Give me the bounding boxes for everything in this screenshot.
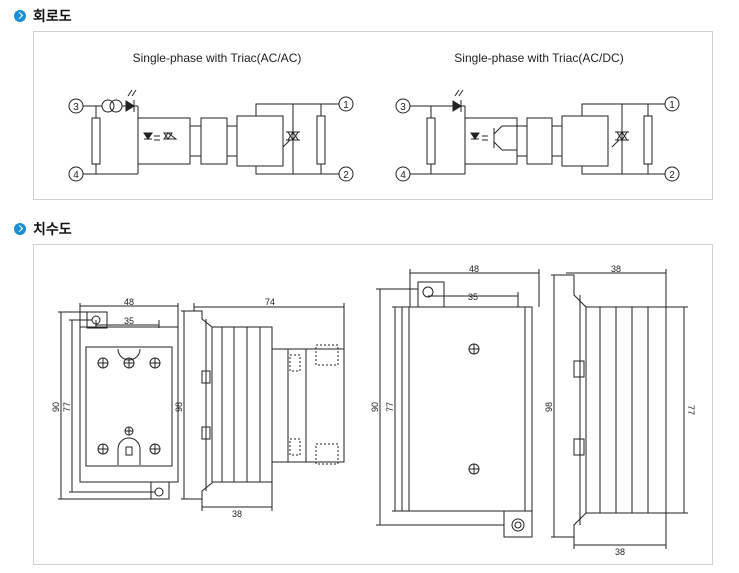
- view4-height-outer: 98: [544, 402, 554, 412]
- dimension-drawing-panel: 48 35 90 77 74 98 38 48 35 90 77 38 98 7…: [33, 244, 713, 565]
- circuit-section-header: 회로도: [14, 6, 72, 26]
- view2-height: 98: [174, 402, 184, 412]
- circuit-diagram-svg: Single-phase with Triac(AC/AC) Single-ph…: [68, 51, 680, 182]
- view3-height-inner: 77: [385, 402, 395, 412]
- view3-height-outer: 90: [370, 402, 380, 412]
- circuit1-terminal-1: 1: [343, 100, 349, 111]
- view3-width-outer: 48: [469, 264, 479, 274]
- view1-height-outer: 90: [51, 402, 61, 412]
- view4-depth-bottom: 38: [615, 547, 625, 557]
- circuit2-title: Single-phase with Triac(AC/DC): [454, 51, 623, 65]
- view1-width-outer: 48: [124, 297, 134, 307]
- view4-height-inner: 77: [686, 405, 696, 415]
- dimension-section-title: 치수도: [33, 222, 72, 238]
- view1-height-inner: 77: [62, 402, 72, 412]
- chevron-right-icon: [14, 10, 26, 22]
- dimension-section-header: 치수도: [14, 219, 72, 239]
- circuit1-terminal-4: 4: [73, 170, 79, 181]
- view1-width-holes: 35: [124, 316, 134, 326]
- view4-depth-top: 38: [611, 264, 621, 274]
- view3-width-holes: 35: [468, 292, 478, 302]
- circuit-section-title: 회로도: [33, 9, 72, 25]
- circuit2-terminal-1: 1: [669, 100, 675, 111]
- view2-depth-body: 38: [232, 509, 242, 519]
- circuit2-terminal-3: 3: [400, 102, 406, 113]
- circuit1-terminal-3: 3: [73, 102, 79, 113]
- chevron-right-icon: [14, 223, 26, 235]
- circuit1-title: Single-phase with Triac(AC/AC): [133, 51, 302, 65]
- circuit-diagram-panel: Single-phase with Triac(AC/AC) Single-ph…: [33, 31, 713, 200]
- view2-depth-total: 74: [265, 297, 275, 307]
- circuit2-terminal-4: 4: [400, 170, 406, 181]
- circuit1-terminal-2: 2: [343, 170, 349, 181]
- circuit2-terminal-2: 2: [669, 170, 675, 181]
- dimension-drawing-svg: 48 35 90 77 74 98 38 48 35 90 77 38 98 7…: [51, 264, 696, 557]
